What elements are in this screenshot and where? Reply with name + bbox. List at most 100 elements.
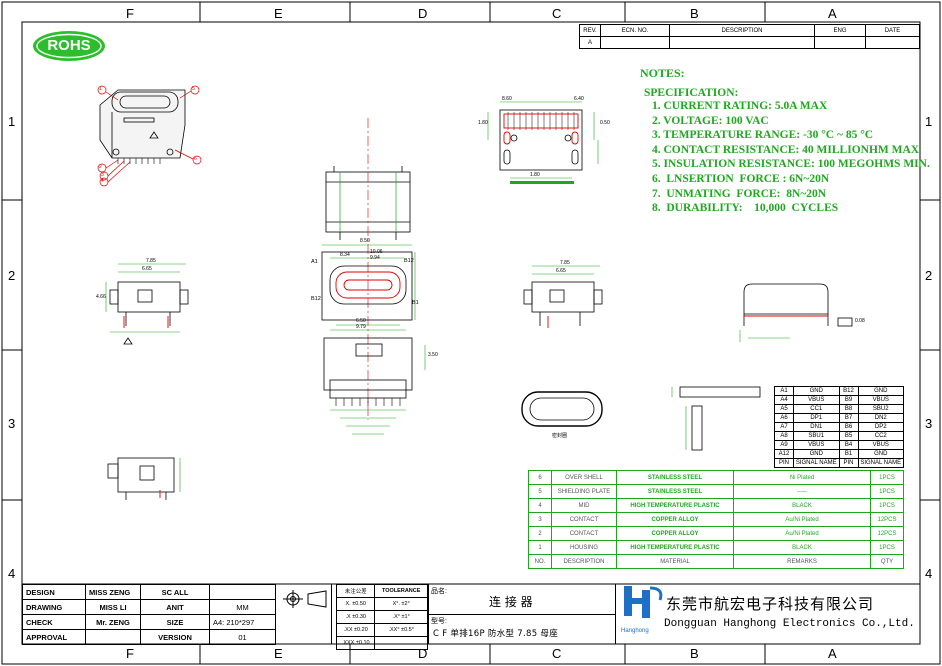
pin-signal: DN1 [793,422,840,432]
rev-header: REV. [579,24,601,37]
pin-signal: DN2 [857,413,904,423]
iso-callouts [97,85,202,187]
bottom-view [323,337,413,406]
pin-id: A5 [774,404,794,414]
pin-id: A8 [774,431,794,441]
dim-w4: 9.94 [370,255,380,261]
signal-col-header: SIGNAL NAME [857,458,904,468]
front-view [321,251,413,321]
bom-material: HIGH TEMPERATURE PLASTIC [616,540,734,555]
callout-6 [192,155,202,165]
bom-no: 3 [528,512,552,527]
bom-qty-header: QTY [870,554,904,569]
pin-signal: GND [793,386,840,396]
zone-top-a: A [828,6,837,21]
zone-left-4: 4 [8,566,16,581]
zone-bottom-a: A [828,646,837,661]
pin-b12-label: B12 [404,258,414,264]
zone-bottom-f: F [126,646,134,661]
pin-id: B5 [838,431,859,441]
bom-no-header: NO. [528,554,552,569]
zone-left-3: 3 [8,416,16,431]
dim-side-b: 0.50 [600,120,610,126]
zone-bottom-b: B [690,646,699,661]
bom-remarks: BLACK [733,540,871,555]
tolerance-linear: .X ±0.30 [335,610,376,624]
logo-text: Hanghong [621,628,649,634]
bom-material: HIGH TEMPERATURE PLASTIC [616,498,734,513]
callout-5-label: 5 [192,86,195,92]
rev-value: A [579,36,601,49]
pin-id: B9 [838,395,859,405]
version-label: VERSION [140,629,210,645]
dim-pitch: 1.80 [530,172,540,178]
size-label: SIZE [140,614,210,630]
shell-profile [743,283,853,327]
pcb-layout-caption-bar [510,181,574,184]
bom-no: 6 [528,470,552,485]
design-label: DESIGN [22,584,86,600]
pin-id: B12 [838,386,859,396]
tolerance-linear: .XXX ±0.10 [335,636,376,650]
part-name-block: 品名: 连 接 器 型号: C F 单排16P 防水型 7.85 母座 [428,584,616,644]
seal-ring-outer [521,391,603,427]
pin-signal: VBUS [793,440,840,450]
bom-no: 4 [528,498,552,513]
bom-description: OVER SHELL [551,470,617,485]
bom-qty: 1PCS [870,498,904,513]
bom-material-header: MATERIAL [616,554,734,569]
front-view-red [335,271,401,299]
rear-view [107,457,175,500]
dim-top-left: 8.60 [502,96,512,102]
tolerance-angle: X°. ±2° [374,597,428,611]
shell-profile-dims [739,330,790,342]
tolerance-linear: .XX ±0.20 [335,623,376,637]
bom-remarks: BLACK [733,498,871,513]
bom-material: STAINLESS STEEL [616,470,734,485]
part-name-divider [429,614,615,615]
bom-qty: 1PCS [870,540,904,555]
approval-value [85,629,141,645]
revision-table: REV. ECN. NO. DESCRIPTION ENG DATE A [579,24,920,49]
eng-header: ENG [814,24,866,37]
pin-id: A1 [774,386,794,396]
dim-w8-right: 6.65 [556,268,566,274]
dim-w7: 7.85 [146,258,156,264]
front-view-dims [322,244,416,331]
ecn-value [600,36,670,49]
dim-top-right: 6.40 [574,96,584,102]
pin-col-header: PIN [774,458,794,468]
side-view-right-dims [532,265,600,275]
pcb-layout [499,109,583,171]
bom-description: SHIELDING PLATE [551,484,617,499]
zone-right-2: 2 [925,268,933,283]
notes-block: NOTES: SPECIFICATION: 1. CURRENT RATING:… [640,66,930,216]
tolerance-angle: .XX° ±0.5° [374,623,428,637]
dim-w1: 8.50 [360,238,370,244]
callout-1 [97,85,107,95]
ecn-header: ECN. NO. [600,24,670,37]
approval-label: APPROVAL [22,629,86,645]
rohs-label: ROHS [47,37,91,54]
seal-ring-inner [529,397,595,421]
callout-5 [190,85,200,95]
tolerance-linear: X. ±0.50 [335,597,376,611]
dim-w8: 6.65 [142,266,152,272]
tolerance-cn-label: 未注公差 [335,584,376,598]
spec-item-4: 4. CONTACT RESISTANCE: 40 MILLIONHM MAX [652,143,920,156]
notes-title: NOTES: [640,66,685,80]
check-label: CHECK [22,614,86,630]
zone-top-b: B [690,6,699,21]
bom-description: HOUSING [551,540,617,555]
projection-symbol [283,590,327,608]
pin-id: B6 [838,422,859,432]
pin-id: A9 [774,440,794,450]
signal-col-header: SIGNAL NAME [793,458,840,468]
